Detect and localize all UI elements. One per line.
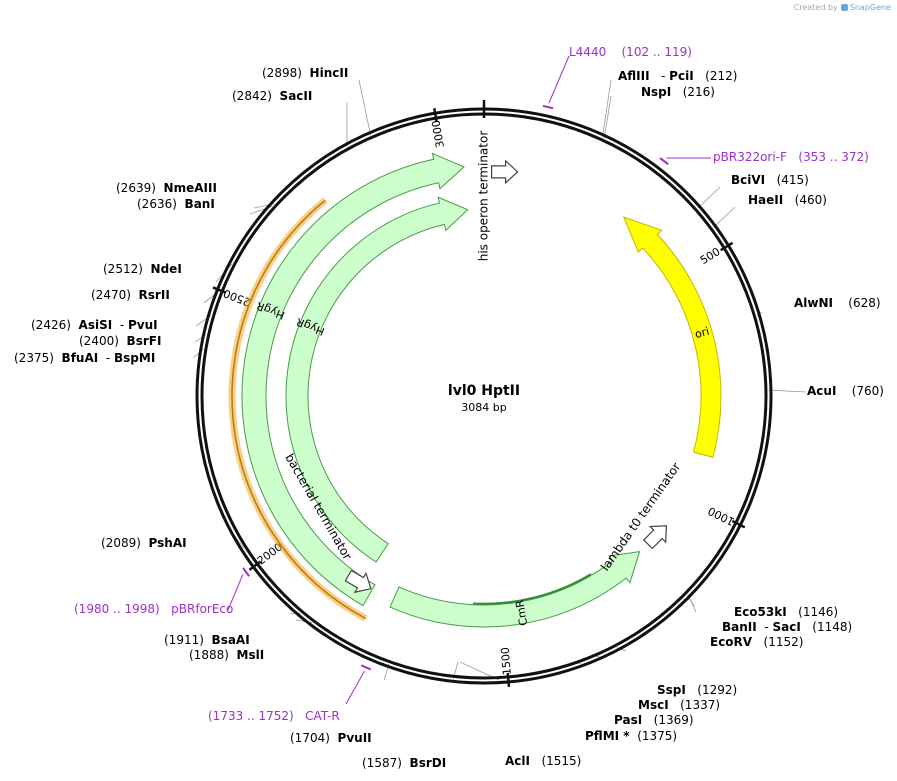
site-label-pasi[interactable]: PasI (1369)	[614, 713, 694, 727]
snapgene-logo-icon	[840, 4, 848, 11]
site-label-pvuii[interactable]: (1704) PvuII	[290, 731, 372, 745]
feature-cmr	[389, 550, 641, 628]
terminator-his-operon	[491, 159, 519, 185]
site-label-banii-saci[interactable]: BanII - SacI (1148)	[722, 620, 853, 634]
feature-hygr-inner	[285, 196, 469, 563]
site-label-bsrfi[interactable]: (2400) BsrFI	[79, 334, 162, 348]
bp-tick	[248, 560, 262, 571]
site-label-acui[interactable]: AcuI (760)	[807, 384, 884, 398]
site-label-ndei[interactable]: (2512) NdeI	[103, 262, 182, 276]
terminator-bacterial	[344, 569, 372, 594]
primer-label-cat-r[interactable]: (1733 .. 1752) CAT-R	[208, 709, 340, 723]
site-label-asisi-pvui[interactable]: (2426) AsiSI - PvuI	[31, 318, 158, 332]
site-label-bsaai[interactable]: (1911) BsaAI	[164, 633, 250, 647]
bp-tick-label: 500	[698, 245, 723, 267]
site-leader-line	[603, 95, 612, 139]
plasmid-name: lvl0 HptII	[447, 383, 521, 399]
site-label-nspi[interactable]: NspI (216)	[641, 85, 715, 99]
credit-text: Created by	[793, 3, 838, 12]
snapgene-credit: Created by SnapGene	[794, 3, 891, 12]
site-label-nmeaiii[interactable]: (2639) NmeAIII	[116, 181, 217, 195]
site-label-bcivi[interactable]: BciVI (415)	[731, 173, 809, 187]
feature-ori	[622, 216, 722, 458]
primer-mark	[242, 567, 250, 577]
primer-mark	[360, 664, 372, 671]
bp-tick	[433, 108, 438, 123]
site-label-sspi[interactable]: SspI (1292)	[657, 683, 738, 697]
bp-tick-label: 1000	[706, 504, 737, 528]
bp-tick	[720, 241, 734, 252]
site-label-msci[interactable]: MscI (1337)	[638, 698, 721, 712]
bp-tick	[731, 519, 746, 529]
orf-green-cmr	[473, 573, 592, 606]
primer-mark	[659, 157, 669, 166]
site-label-ecorv[interactable]: EcoRV (1152)	[710, 635, 804, 649]
primer-label-pbrforeco[interactable]: (1980 .. 1998) pBRforEco	[74, 602, 234, 616]
orf-orange	[231, 199, 367, 620]
site-label-sacii[interactable]: (2842) SacII	[232, 89, 313, 103]
site-label-bfuai-bspmi[interactable]: (2375) BfuAI - BspMI	[14, 351, 156, 365]
site-leader-line	[602, 79, 612, 138]
bp-tick-label: 3000	[429, 119, 447, 149]
credit-brand: SnapGene	[849, 3, 891, 12]
primer-mark	[542, 104, 554, 110]
primer-label-pbr322ori-f[interactable]: pBR322ori-F (353 .. 372)	[713, 150, 869, 164]
plasmid-length: 3084 bp	[461, 401, 507, 414]
site-label-bsrdi[interactable]: (1587) BsrDI	[362, 756, 447, 770]
bp-tick-label: 1500	[499, 647, 514, 676]
feature-label-lambda-t0-terminator: lambda t0 terminator	[598, 460, 683, 574]
primer-leader-line	[548, 55, 570, 104]
primer-leader-line	[227, 574, 244, 611]
site-label-pshai[interactable]: (2089) PshAI	[101, 536, 187, 550]
feature-label-his-operon-terminator: his operon terminator	[477, 131, 491, 262]
primer-leader-line	[345, 670, 365, 705]
site-label-acli[interactable]: AclI (1515)	[505, 754, 582, 768]
feature-hygr-outer	[241, 152, 465, 607]
site-leader-line	[358, 79, 371, 136]
site-leader-line	[697, 186, 721, 209]
primer-marks	[227, 55, 712, 705]
bp-tick	[506, 672, 511, 688]
site-leader-line	[579, 662, 582, 665]
site-leader-line	[713, 206, 736, 228]
bp-tick	[212, 286, 227, 294]
site-label-msli[interactable]: (1888) MslI	[189, 648, 265, 662]
feature-label-cmr: CmR	[513, 598, 530, 626]
site-label-pflmi[interactable]: PflMI * (1375)	[585, 729, 678, 743]
site-label-afliii-pcii[interactable]: AflIII - PciI (212)	[618, 69, 738, 83]
site-label-haeii[interactable]: HaeII (460)	[748, 193, 827, 207]
feature-label-ori: ori	[693, 325, 710, 341]
site-label-eco53ki[interactable]: Eco53kI (1146)	[734, 605, 839, 619]
site-label-hincii[interactable]: (2898) HincII	[262, 66, 349, 80]
site-label-rsrii[interactable]: (2470) RsrII	[91, 288, 170, 302]
site-leader-line	[768, 389, 807, 393]
terminator-lambda-t0	[642, 525, 668, 550]
primer-label-l4440[interactable]: L4440 (102 .. 119)	[569, 45, 692, 59]
site-label-bani[interactable]: (2636) BanI	[137, 197, 215, 211]
site-leader-line	[595, 655, 600, 658]
site-label-alwni[interactable]: AlwNI (628)	[794, 296, 881, 310]
